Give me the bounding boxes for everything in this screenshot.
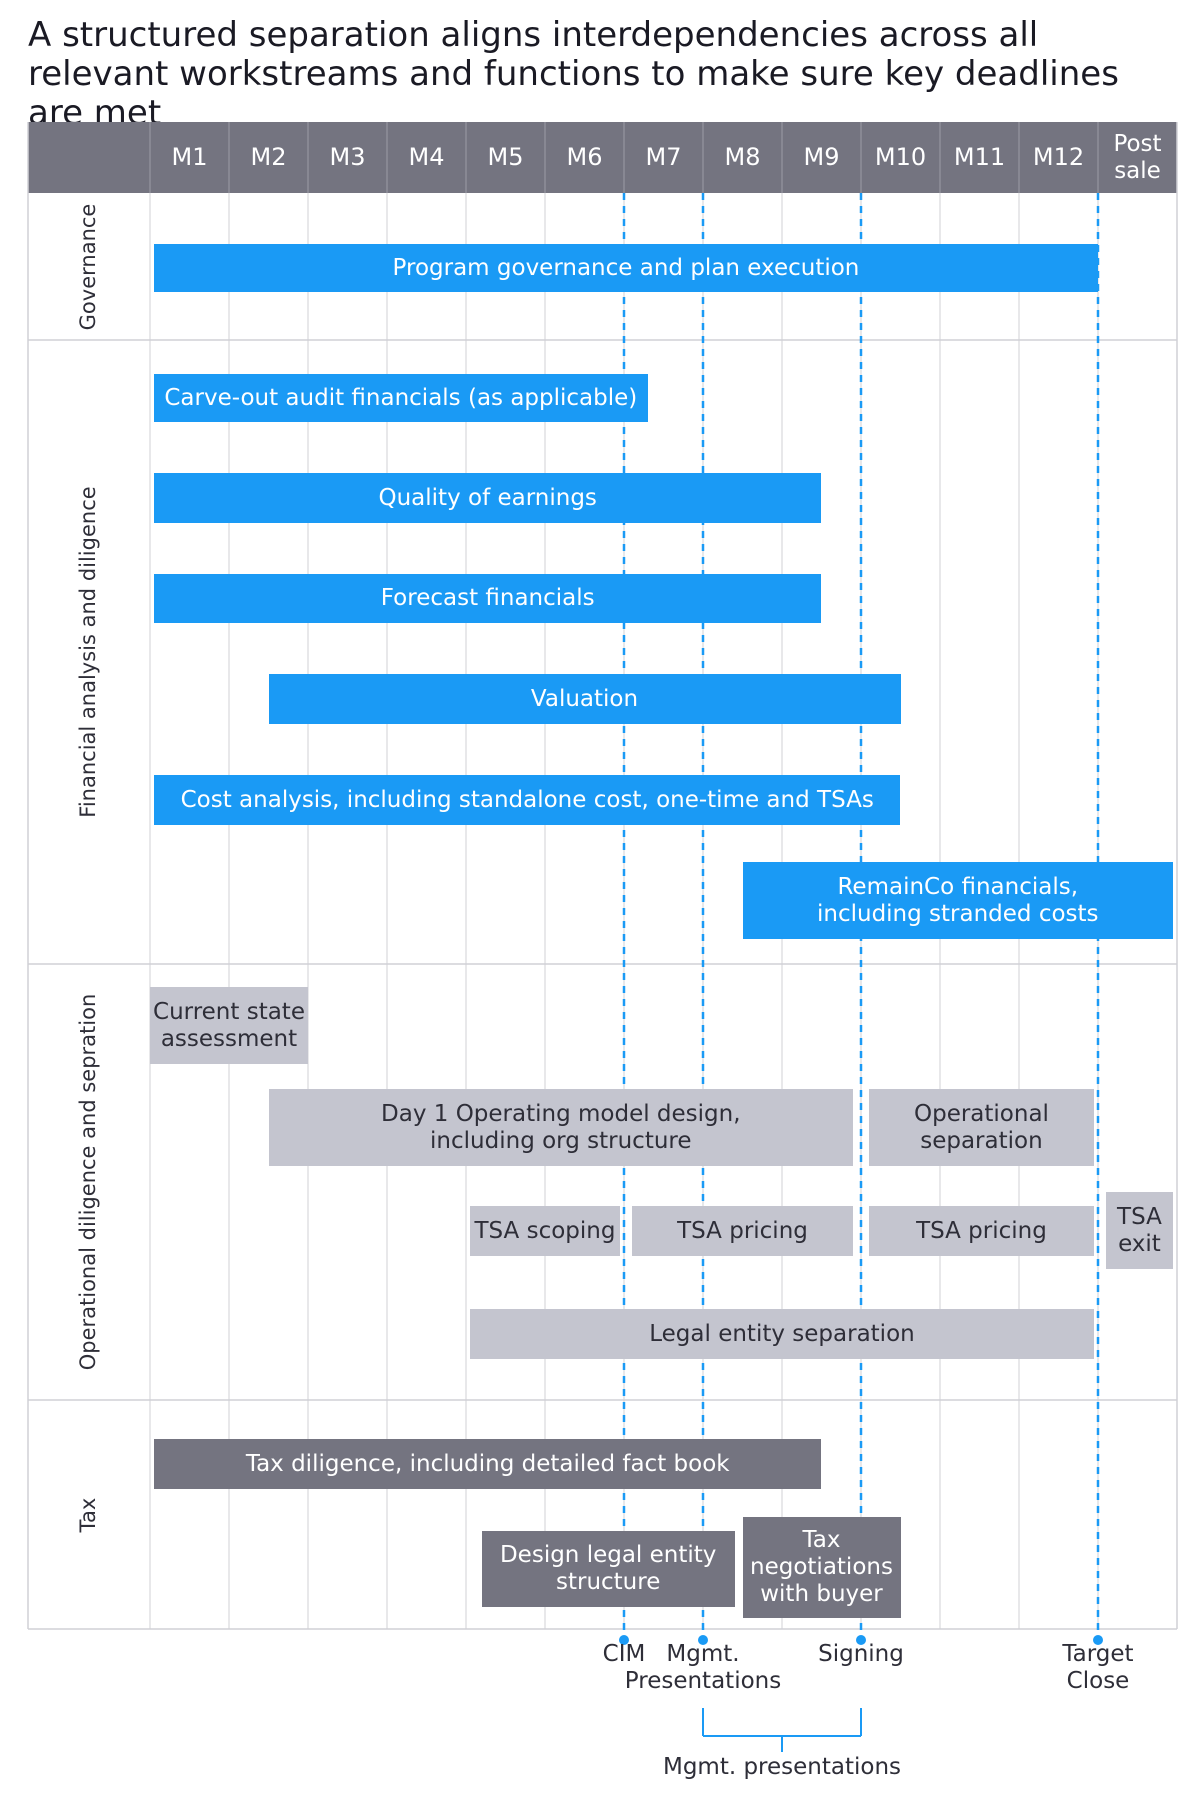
- bar-blue: Quality of earnings: [153, 473, 822, 523]
- milestone-label: Target Close: [1062, 1641, 1134, 1694]
- milestone-label: Mgmt. Presentations: [624, 1641, 782, 1694]
- page-title: A structured separation aligns interdepe…: [28, 15, 1119, 133]
- bar-grey: TSA exit: [1105, 1192, 1174, 1269]
- month-header-m4: M4: [408, 143, 445, 171]
- month-header-m2: M2: [250, 143, 287, 171]
- month-header-m9: M9: [803, 143, 840, 171]
- milestone-label: Signing: [818, 1641, 904, 1667]
- month-header-m5: M5: [487, 143, 524, 171]
- milestone-dot: [619, 1635, 629, 1645]
- bar-blue: RemainCo financials, including stranded …: [742, 862, 1174, 939]
- month-header-m12: M12: [1032, 143, 1085, 171]
- bar-blue: Carve-out audit financials (as applicabl…: [153, 374, 648, 422]
- milestone-label: CIM: [602, 1641, 646, 1667]
- month-header-band: [28, 122, 1177, 193]
- bar-grey: TSA pricing: [631, 1206, 854, 1256]
- bar-grey: Current state assessment: [150, 987, 308, 1064]
- month-header-m10: M10: [874, 143, 927, 171]
- month-header-m6: M6: [566, 143, 603, 171]
- bar-grey: Operational separation: [868, 1089, 1095, 1166]
- bar-grey: Legal entity separation: [469, 1309, 1095, 1359]
- bar-grey: TSA pricing: [868, 1206, 1095, 1256]
- bar-dark: Tax negotiations with buyer: [742, 1517, 901, 1618]
- bracket-label: Mgmt. presentations: [662, 1754, 902, 1780]
- month-header-m8: M8: [724, 143, 761, 171]
- bar-blue: Cost analysis, including standalone cost…: [153, 775, 901, 825]
- bar-blue: Forecast financials: [153, 574, 822, 623]
- row-label: Financial analysis and diligence: [76, 486, 100, 818]
- bar-grey: Day 1 Operating model design, including …: [268, 1089, 854, 1166]
- bar-grey: TSA scoping: [469, 1206, 621, 1256]
- month-header-m11: M11: [953, 143, 1006, 171]
- bar-dark: Design legal entity structure: [481, 1531, 735, 1607]
- milestone-dot: [856, 1635, 866, 1645]
- row-label: Tax: [76, 1497, 100, 1532]
- month-header-post-sale: Post sale: [1113, 130, 1162, 184]
- milestone-dot: [1093, 1635, 1103, 1645]
- month-header-m3: M3: [329, 143, 366, 171]
- milestone-dot: [698, 1635, 708, 1645]
- bar-blue: Valuation: [268, 674, 901, 724]
- bar-blue: Program governance and plan execution: [153, 244, 1098, 292]
- month-header-m7: M7: [645, 143, 682, 171]
- month-header-m1: M1: [171, 143, 208, 171]
- bar-dark: Tax diligence, including detailed fact b…: [153, 1439, 822, 1489]
